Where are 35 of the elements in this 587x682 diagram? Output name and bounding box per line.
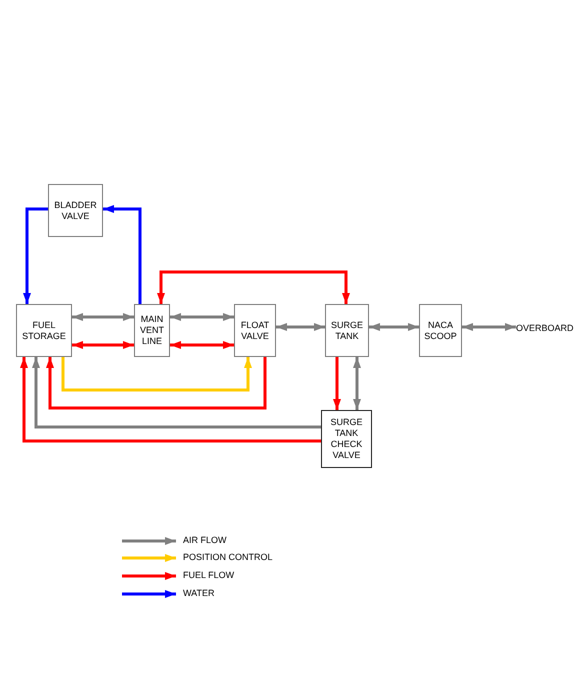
flow-arrow	[46, 357, 266, 410]
box-label: FUEL STORAGE	[21, 320, 67, 342]
flow-arrow	[103, 205, 142, 304]
process-box	[16, 304, 72, 357]
flow-arrow	[72, 313, 134, 321]
box-label: MAIN VENT LINE	[138, 314, 165, 347]
box-label: NACA SCOOP	[423, 320, 458, 342]
flow-arrow	[170, 313, 234, 321]
flow-arrow	[32, 357, 321, 428]
process-box	[325, 304, 369, 357]
process-box	[48, 184, 103, 237]
legend-label: AIR FLOW	[183, 535, 227, 546]
flow-arrow	[20, 357, 321, 442]
flow-arrow	[369, 323, 419, 331]
process-box	[134, 304, 170, 357]
flow-arrow	[462, 323, 516, 331]
box-label: SURGE TANK CHECK VALVE	[329, 417, 364, 461]
legend-label: POSITION CONTROL	[183, 552, 273, 563]
legend-label: FUEL FLOW	[183, 570, 234, 581]
flow-arrow	[62, 357, 252, 392]
process-box	[419, 304, 462, 357]
box-label: SURGE TANK	[330, 320, 364, 342]
flow-arrow	[353, 357, 361, 410]
flow-arrow	[72, 341, 134, 349]
box-label: BLADDER VALVE	[53, 200, 98, 222]
legend-label: WATER	[183, 588, 214, 599]
flow-arrow	[23, 208, 48, 304]
flow-arrow	[276, 323, 325, 331]
box-label: FLOAT VALVE	[240, 320, 270, 342]
process-box	[234, 304, 276, 357]
flow-arrow	[157, 270, 350, 304]
outlet-label: OVERBOARD	[516, 322, 574, 334]
flow-arrow	[333, 357, 341, 410]
valve-box	[321, 410, 372, 468]
flow-arrow	[170, 341, 234, 349]
